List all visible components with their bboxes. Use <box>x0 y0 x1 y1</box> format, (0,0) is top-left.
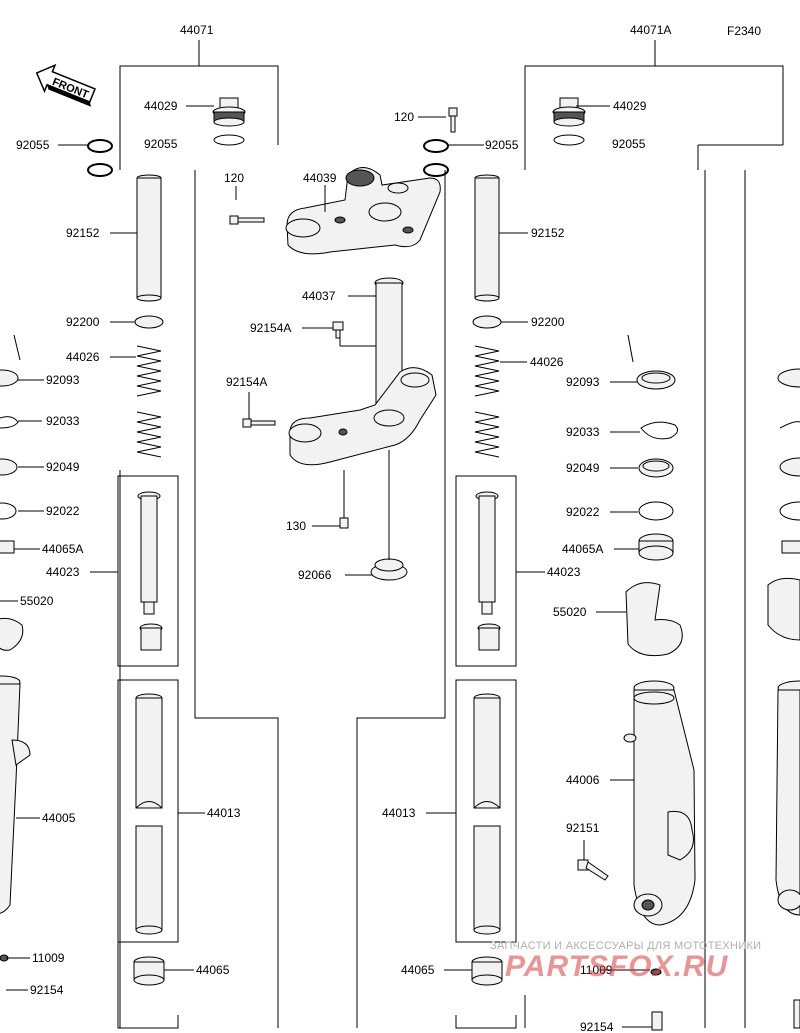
group-frames <box>117 475 517 1029</box>
spacer-tube-left <box>136 174 162 302</box>
callout-44029-right: 44029 <box>613 99 647 113</box>
leader-lines <box>0 105 652 1028</box>
callout-44029-left: 44029 <box>144 99 178 113</box>
steering-stem <box>288 277 437 466</box>
inner-tube-right <box>473 693 501 935</box>
fork-spring-left <box>136 345 162 458</box>
bolt-92151 <box>577 859 609 881</box>
callout-44065A-left: 44065A <box>42 542 83 556</box>
callout-92033-right: 92033 <box>566 425 600 439</box>
callout-92200-right: 92200 <box>531 315 565 329</box>
callout-11009-left: 11009 <box>32 951 65 965</box>
front-arrow-icon: FRONT <box>35 63 96 107</box>
dust-seal-right <box>638 458 674 478</box>
fork-spring-right <box>474 345 500 458</box>
callout-92093-left: 92093 <box>46 373 80 387</box>
spacer-tube-right <box>474 174 500 302</box>
assembly-brackets <box>119 40 784 1028</box>
left-cutoff-parts <box>0 369 31 914</box>
callout-92022-right: 92022 <box>566 505 600 519</box>
callout-44023-right: 44023 <box>547 565 581 579</box>
callout-11009-right: 11009 <box>580 963 613 977</box>
callout-92055-right-2: 92055 <box>612 137 646 151</box>
callout-92055-left-2: 92055 <box>144 137 178 151</box>
callout-92049-left: 92049 <box>46 460 80 474</box>
callout-44037: 44037 <box>302 289 336 303</box>
right-cutoff-parts <box>767 368 800 1029</box>
washer-11009-right <box>650 968 662 976</box>
callout-92055-left: 92055 <box>16 138 50 152</box>
callout-44005: 44005 <box>42 811 76 825</box>
callout-44071A: 44071A <box>630 23 671 37</box>
fork-guard-right <box>625 582 683 657</box>
callout-92151: 92151 <box>566 821 600 835</box>
callout-44065A-right: 44065A <box>562 542 603 556</box>
screw-130 <box>339 517 349 529</box>
bolt-120-b <box>448 107 458 133</box>
outer-tube-right <box>623 680 696 926</box>
fork-cap-left <box>212 97 246 146</box>
damper-rod-left <box>137 491 163 651</box>
watermark-logo: PARTSFOX.RU <box>505 950 729 983</box>
callout-labels: F2340 44071 44071A 44029 44029 92055 920… <box>16 23 761 1033</box>
callout-92154A-b: 92154A <box>226 375 267 389</box>
callout-92200-left: 92200 <box>66 315 100 329</box>
o-rings-92055 <box>87 139 449 177</box>
callout-44013-right: 44013 <box>382 806 416 820</box>
callout-44023-left: 44023 <box>46 565 80 579</box>
callout-55020-left: 55020 <box>20 594 54 608</box>
callout-92055-right: 92055 <box>485 138 519 152</box>
bolt-92154A-b <box>242 418 276 428</box>
callout-55020-right: 55020 <box>553 605 587 619</box>
callout-92152-left: 92152 <box>66 226 100 240</box>
callout-92033-left: 92033 <box>46 414 80 428</box>
washer-left <box>134 315 164 329</box>
fork-cap-right <box>552 97 586 146</box>
bolt-92154-right <box>651 1011 663 1031</box>
callout-44071: 44071 <box>180 23 214 37</box>
callout-120-b: 120 <box>224 171 244 185</box>
figure-code: F2340 <box>727 24 761 38</box>
callout-120-a: 120 <box>394 110 414 124</box>
watermark-tagline: ЗАПЧАСТИ И АКСЕССУАРЫ ДЛЯ МОТОТЕХНИКИ <box>490 940 762 952</box>
callout-130: 130 <box>286 519 306 533</box>
callout-92049-right: 92049 <box>566 461 600 475</box>
washer-92022-right <box>638 501 674 521</box>
bushing-44065-right <box>471 956 503 986</box>
bushing-44065-left <box>133 956 165 986</box>
callout-92154-left: 92154 <box>30 983 64 997</box>
bushing-44065A-right <box>638 533 674 561</box>
callout-92152-right: 92152 <box>531 226 565 240</box>
bolt-120-a <box>229 215 265 225</box>
callout-44039: 44039 <box>303 171 337 185</box>
callout-92066: 92066 <box>298 568 332 582</box>
upper-triple-clamp <box>285 167 441 255</box>
callout-44026-right: 44026 <box>530 355 564 369</box>
oil-seal-right-inner <box>641 372 671 384</box>
damper-rod-right <box>475 491 501 651</box>
callout-44013-left: 44013 <box>207 806 241 820</box>
callout-44006: 44006 <box>566 773 600 787</box>
inner-tube-left <box>135 693 163 935</box>
callout-44026-left: 44026 <box>66 350 100 364</box>
dust-seal-92066 <box>370 558 408 581</box>
callout-92093-right: 92093 <box>566 375 600 389</box>
oil-seal-right <box>636 370 676 390</box>
callout-92154A-a: 92154A <box>250 321 291 335</box>
washer-right <box>472 315 502 329</box>
callout-44065-left: 44065 <box>196 963 230 977</box>
callout-92022-left: 92022 <box>46 504 80 518</box>
dust-seal-right-inner <box>642 460 670 472</box>
callout-92154-right: 92154 <box>580 1020 614 1033</box>
circlip-right <box>640 421 679 440</box>
callout-44065-right: 44065 <box>401 963 435 977</box>
bolt-92154A-a <box>332 321 344 339</box>
